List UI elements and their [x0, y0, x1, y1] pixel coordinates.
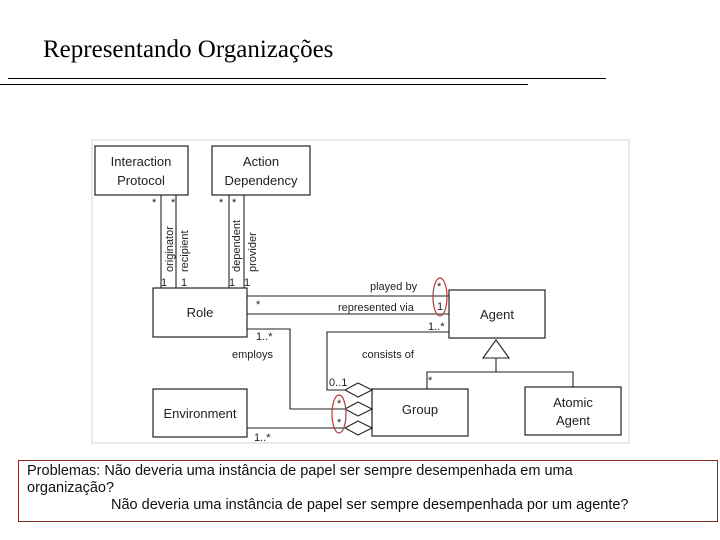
mult-ad-dependent: *: [219, 197, 224, 209]
title-rule-bottom: [0, 84, 528, 85]
mult-role-dependent: 1: [229, 277, 235, 289]
class-action-dependency: [211, 145, 311, 196]
mult-agent-represented: 1: [437, 301, 443, 313]
annotation-ellipse-agent: [432, 277, 448, 317]
mult-ip-originator: *: [152, 197, 157, 209]
class-role: [152, 287, 248, 338]
title-rule-top: [8, 78, 606, 79]
label-agent: Agent: [480, 307, 514, 322]
label-role: Role: [187, 305, 214, 320]
label-provider: provider: [247, 232, 259, 272]
label-action: Action: [243, 154, 279, 169]
label-originator: originator: [164, 226, 176, 272]
label-atomic-agent: Agent: [556, 413, 590, 428]
class-environment: [152, 388, 248, 438]
class-group: [371, 388, 469, 437]
mult-agent-consists: 1..*: [428, 321, 445, 333]
label-represented-via: represented via: [338, 302, 415, 314]
label-environment: Environment: [164, 406, 237, 421]
label-atomic: Atomic: [553, 395, 593, 410]
label-recipient: recipient: [179, 230, 191, 272]
mult-agent-played-by: *: [437, 281, 442, 293]
mult-env-group: 1..*: [254, 432, 271, 444]
label-played-by: played by: [370, 281, 418, 293]
mult-role-played-by: *: [256, 299, 261, 311]
diamond-consists-of: [343, 382, 374, 398]
mult-group-zero-one: 0..1: [329, 377, 347, 389]
problems-box: Problemas: Não deveria uma instância de …: [18, 460, 718, 522]
mult-group-employs-1: *: [337, 398, 342, 410]
mult-role-employs: 1..*: [256, 331, 273, 343]
class-interaction-protocol: [94, 145, 189, 196]
generalization-triangle: [481, 339, 511, 359]
problems-line-1: Problemas: Não deveria uma instância de …: [27, 463, 573, 479]
label-protocol: Protocol: [117, 173, 165, 188]
diamond-employs: [343, 401, 374, 417]
mult-role-provider: 1: [244, 277, 250, 289]
mult-group-consists: *: [428, 375, 433, 387]
slide-title: Representando Organizações: [43, 36, 334, 63]
mult-ad-provider: *: [232, 197, 237, 209]
label-group: Group: [402, 402, 438, 417]
label-dependent: dependent: [231, 220, 243, 272]
label-consists-of: consists of: [362, 349, 415, 361]
label-interaction: Interaction: [111, 154, 172, 169]
mult-group-employs-2: *: [337, 417, 342, 429]
mult-role-recipient: 1: [181, 277, 187, 289]
diamond-environment: [343, 420, 374, 436]
mult-role-originator: 1: [161, 277, 167, 289]
problems-line-3: Não deveria uma instância de papel ser s…: [111, 497, 629, 513]
annotation-ellipse-group: [331, 394, 347, 434]
mult-ip-recipient: *: [171, 197, 176, 209]
problems-line-2: organização?: [27, 480, 115, 496]
label-dependency: Dependency: [225, 173, 298, 188]
class-agent: [448, 289, 546, 339]
label-employs: employs: [232, 349, 273, 361]
